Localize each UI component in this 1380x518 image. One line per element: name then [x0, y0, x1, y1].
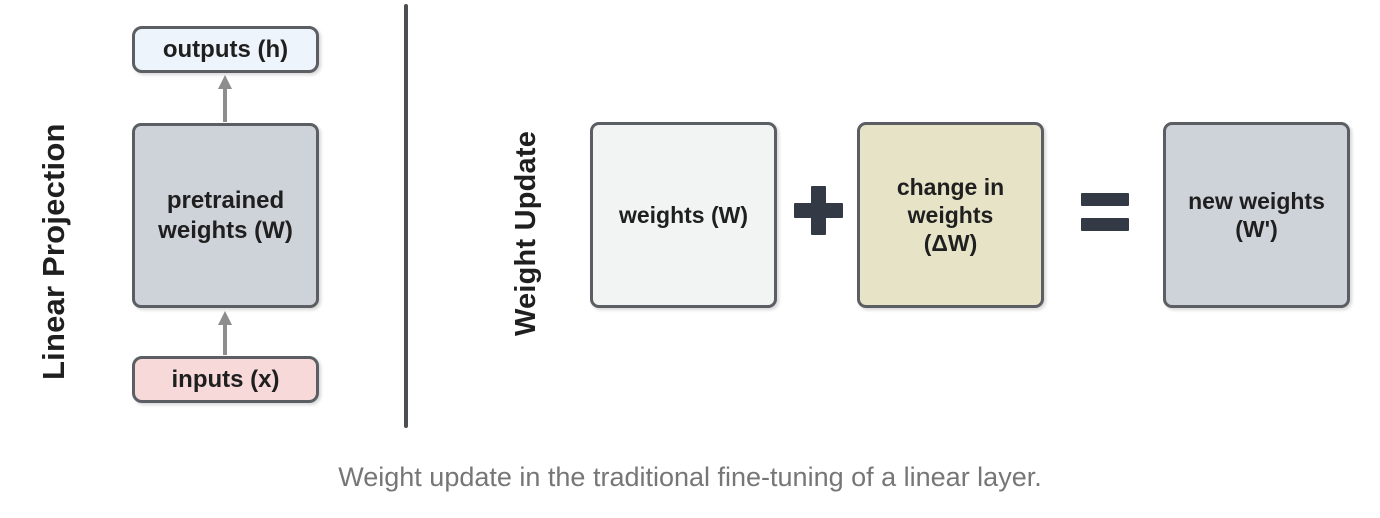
plus-vertical-bar [811, 186, 826, 235]
section-divider [404, 4, 408, 428]
node-inputs: inputs (x) [132, 356, 319, 403]
plus-operator-icon [794, 186, 843, 235]
arrow-pretrained-weights-to-outputs [218, 75, 232, 122]
node-outputs: outputs (h) [132, 26, 319, 73]
node-new-weights-label: new weights (W') [1188, 187, 1325, 242]
section-label-weight-update: Weight Update [510, 130, 542, 336]
node-change-in-weights-label: change in weights (ΔW) [896, 173, 1005, 257]
arrow-shaft [223, 323, 227, 355]
node-change-in-weights: change in weights (ΔW) [857, 122, 1044, 308]
node-pretrained-weights: pretrained weights (W) [132, 123, 319, 308]
node-weights: weights (W) [590, 122, 777, 308]
node-pretrained-weights-label: pretrained weights (W) [158, 187, 293, 244]
node-inputs-label: inputs (x) [171, 365, 280, 393]
equals-top-bar [1081, 193, 1129, 206]
arrow-shaft [223, 87, 227, 122]
arrowhead-up-icon [218, 75, 232, 89]
node-new-weights: new weights (W') [1163, 122, 1350, 308]
node-outputs-label: outputs (h) [162, 35, 289, 63]
arrowhead-up-icon [218, 311, 232, 325]
equals-bottom-bar [1081, 218, 1129, 231]
equals-operator-icon [1081, 193, 1129, 231]
section-label-linear-projection: Linear Projection [36, 123, 71, 380]
node-weights-label: weights (W) [618, 201, 749, 228]
figure-caption: Weight update in the traditional fine-tu… [338, 462, 1042, 492]
arrow-inputs-to-pretrained-weights [218, 311, 232, 355]
